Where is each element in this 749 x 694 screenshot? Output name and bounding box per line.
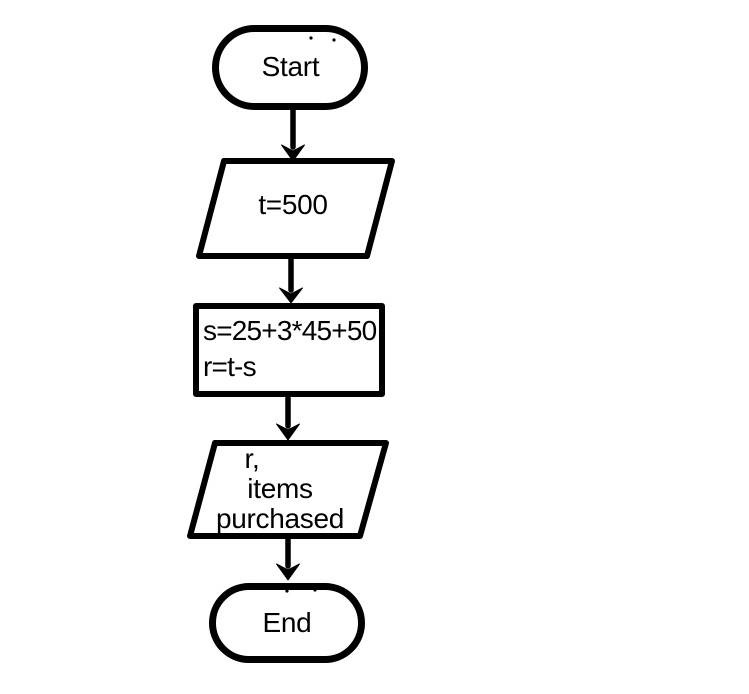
ink-speck <box>309 36 313 40</box>
start-node-label: Start <box>261 50 320 82</box>
process-node-label: s=25+3*45+50 r=t-s <box>203 313 377 385</box>
input-parallelogram-shape <box>196 158 395 259</box>
start-terminator-shape <box>212 25 368 110</box>
process-rectangle-shape <box>193 303 385 397</box>
end-node-label: End <box>262 607 312 638</box>
output-parallelogram-shape <box>187 440 389 539</box>
arrow-input-to-process <box>279 256 303 304</box>
arrow-output-to-end <box>276 536 300 581</box>
arrow-start-to-input <box>281 107 305 162</box>
ink-speck <box>313 588 317 592</box>
input-node-label: t=500 <box>258 189 328 220</box>
ink-speck <box>285 589 289 593</box>
ink-speck <box>332 38 336 42</box>
process-statement-2: r=t-s <box>203 351 257 382</box>
output-node-label: r, items purchased <box>205 444 355 534</box>
output-line-3: purchased <box>215 503 345 534</box>
arrow-process-to-output <box>276 395 300 441</box>
end-terminator-shape <box>209 583 365 663</box>
output-line-1: r, <box>244 443 260 474</box>
process-statement-1: s=25+3*45+50 <box>203 315 377 346</box>
output-line-2: items <box>247 473 313 504</box>
